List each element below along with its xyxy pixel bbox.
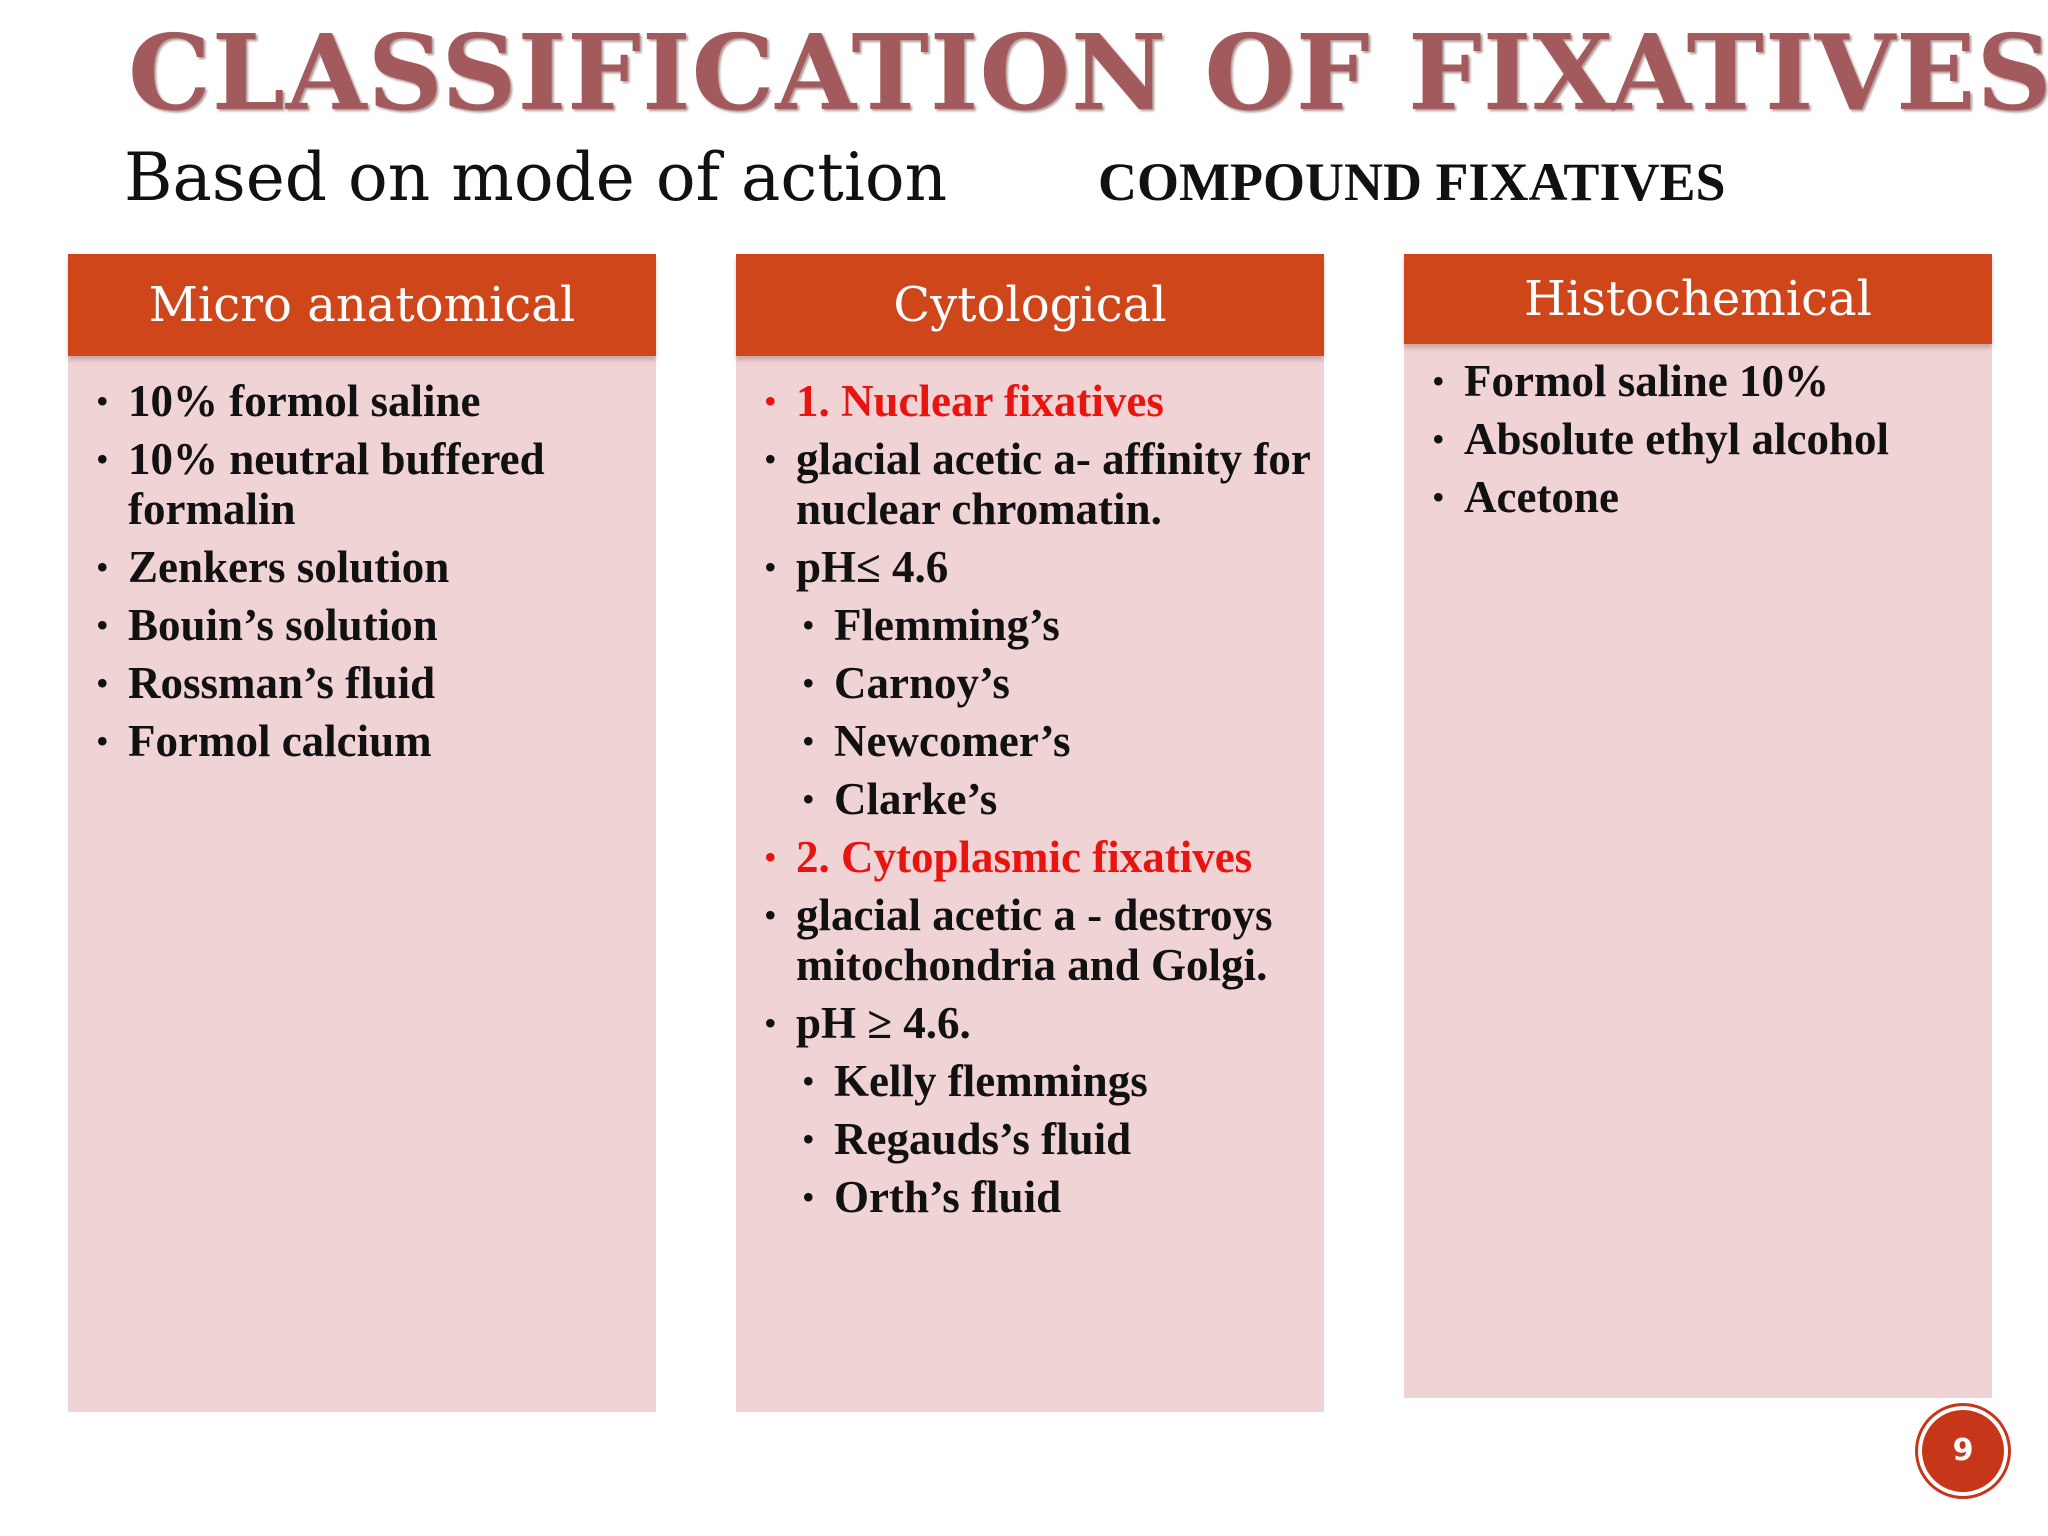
sub-list-item: Newcomer’s <box>764 716 1310 766</box>
list-item: Formol saline 10% <box>1432 356 1978 406</box>
fixative-list: 10% formol saline 10% neutral buffered f… <box>68 356 656 766</box>
list-item: pH≤ 4.6 <box>764 542 1310 592</box>
list-item: Acetone <box>1432 472 1978 522</box>
list-heading: 2. Cytoplasmic fixatives <box>764 832 1310 882</box>
list-item: Zenkers solution <box>96 542 642 592</box>
sub-list-item: Carnoy’s <box>764 658 1310 708</box>
compound-fixatives-label: COMPOUND FIXATIVES <box>1098 152 1726 212</box>
list-item: Rossman’s fluid <box>96 658 642 708</box>
list-item: Bouin’s solution <box>96 600 642 650</box>
list-item: 10% neutral buffered formalin <box>96 434 642 534</box>
list-item: Formol calcium <box>96 716 642 766</box>
slide-title: CLASSIFICATION OF FIXATIVES <box>128 11 2048 134</box>
list-item: glacial acetic a - destroys mitochondria… <box>764 890 1310 990</box>
list-item: 10% formol saline <box>96 376 642 426</box>
column-header: Cytological <box>736 254 1324 356</box>
column-histochemical: Histochemical Formol saline 10% Absolute… <box>1404 254 1992 1398</box>
sub-list-item: Clarke’s <box>764 774 1310 824</box>
slide-subtitle: Based on mode of action <box>124 139 948 216</box>
list-item: glacial acetic a- affinity for nuclear c… <box>764 434 1310 534</box>
list-item: Absolute ethyl alcohol <box>1432 414 1978 464</box>
sub-list-item: Kelly flemmings <box>764 1056 1310 1106</box>
sub-list-item: Flemming’s <box>764 600 1310 650</box>
sub-list-item: Orth’s fluid <box>764 1172 1310 1222</box>
column-header: Micro anatomical <box>68 254 656 356</box>
column-cytological: Cytological 1. Nuclear fixatives glacial… <box>736 254 1324 1412</box>
list-item: pH ≥ 4.6. <box>764 998 1310 1048</box>
page-number-badge: 9 <box>1922 1410 2004 1492</box>
column-header: Histochemical <box>1404 254 1992 344</box>
fixative-list: 1. Nuclear fixatives glacial acetic a- a… <box>736 356 1324 1222</box>
list-heading: 1. Nuclear fixatives <box>764 376 1310 426</box>
fixative-list: Formol saline 10% Absolute ethyl alcohol… <box>1404 344 1992 522</box>
sub-list-item: Regauds’s fluid <box>764 1114 1310 1164</box>
column-micro-anatomical: Micro anatomical 10% formol saline 10% n… <box>68 254 656 1412</box>
